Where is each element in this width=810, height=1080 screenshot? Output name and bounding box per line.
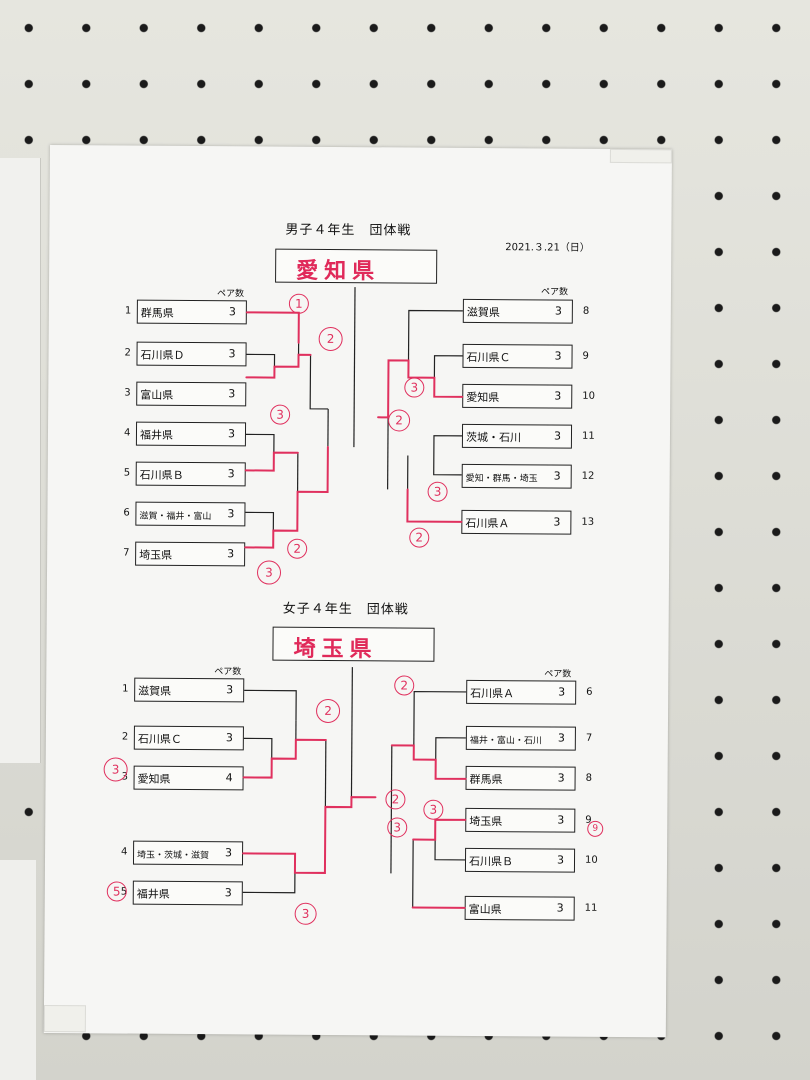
score-mark: 2 — [385, 789, 406, 810]
score-mark: 3 — [256, 560, 282, 585]
seed-highlight: 5 — [106, 881, 127, 902]
score-mark: 2 — [388, 409, 411, 432]
score-mark: 3 — [294, 902, 317, 925]
score-mark: 2 — [287, 538, 308, 559]
score-mark: 3 — [270, 404, 291, 425]
seed-highlight: 3 — [103, 757, 128, 782]
score-mark: 2 — [409, 527, 430, 548]
score-mark: 3 — [404, 377, 425, 398]
score-mark: 3 — [423, 799, 444, 820]
seed-highlight: 9 — [587, 820, 604, 837]
score-mark: 3 — [427, 481, 448, 502]
adjacent-paper-sheet — [0, 158, 41, 763]
score-mark: 3 — [387, 817, 408, 838]
score-mark: 2 — [394, 675, 415, 696]
score-mark: 2 — [315, 698, 341, 724]
score-mark: 1 — [288, 293, 309, 314]
adjacent-paper-sheet-lower — [0, 860, 36, 1080]
bracket-lines — [242, 287, 467, 909]
score-mark: 2 — [318, 326, 343, 352]
